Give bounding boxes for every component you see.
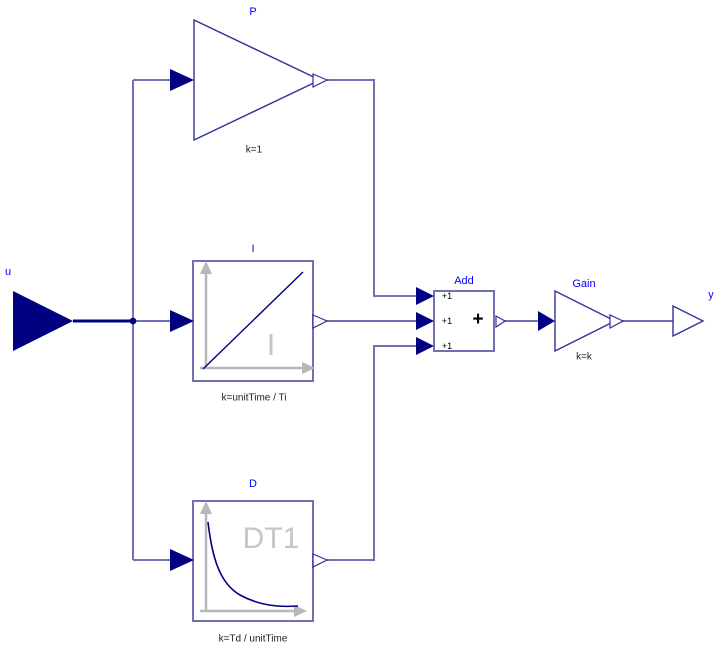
add-sign-3: +1 (441, 341, 453, 351)
d-output-port[interactable] (312, 553, 329, 568)
p-block[interactable] (170, 18, 329, 142)
add-input-port-1[interactable] (416, 287, 434, 305)
i-x-axis-arrow (302, 362, 315, 374)
d-decay-curve (207, 521, 299, 608)
i-label: I (251, 243, 255, 255)
i-output-port[interactable] (312, 314, 329, 329)
p-gain-triangle[interactable] (193, 18, 322, 142)
i-block[interactable] (170, 260, 329, 382)
p-label: P (249, 6, 257, 18)
output-y-label: y (708, 289, 714, 301)
d-param: k=Td / unitTime (218, 633, 288, 645)
i-watermark: I (266, 327, 276, 362)
d-input-port[interactable] (170, 549, 194, 571)
p-input-port[interactable] (170, 69, 194, 91)
add-sign-1: +1 (441, 291, 453, 301)
d-watermark: DT1 (242, 522, 300, 555)
add-block-body[interactable] (433, 290, 495, 352)
gain-input-port[interactable] (538, 311, 555, 331)
add-output-port[interactable] (495, 314, 507, 329)
connection-p-to-add[interactable] (327, 79, 418, 297)
gain-label: Gain (572, 278, 596, 290)
add-input-port-2[interactable] (416, 312, 434, 330)
gain-block[interactable] (538, 289, 625, 353)
d-y-axis-arrow (200, 501, 212, 514)
add-sign-2: +1 (441, 316, 453, 326)
d-block-body[interactable] (192, 500, 314, 622)
i-integrator-line (202, 271, 304, 370)
i-input-port[interactable] (170, 310, 194, 332)
gain-output-port[interactable] (609, 314, 625, 330)
input-u-triangle[interactable] (13, 291, 73, 351)
junction-dot[interactable] (129, 317, 137, 325)
add-operator: + (472, 309, 484, 330)
gain-triangle[interactable] (554, 289, 617, 353)
d-x-axis-arrow (294, 605, 307, 617)
d-label: D (249, 478, 257, 490)
input-u-label: u (4, 266, 12, 278)
add-block[interactable] (416, 287, 507, 355)
add-label: Add (454, 275, 474, 287)
connection-d-to-add[interactable] (327, 345, 418, 561)
output-y-component[interactable] (672, 304, 705, 338)
p-output-port[interactable] (312, 73, 329, 88)
p-param: k=1 (245, 144, 263, 156)
add-input-port-3[interactable] (416, 337, 434, 355)
d-block[interactable] (170, 500, 329, 622)
i-y-axis-arrow (200, 261, 212, 274)
input-u-component[interactable] (13, 291, 73, 351)
output-y-triangle[interactable] (672, 304, 705, 338)
gain-param: k=k (576, 351, 592, 363)
i-param: k=unitTime / Ti (221, 392, 287, 404)
